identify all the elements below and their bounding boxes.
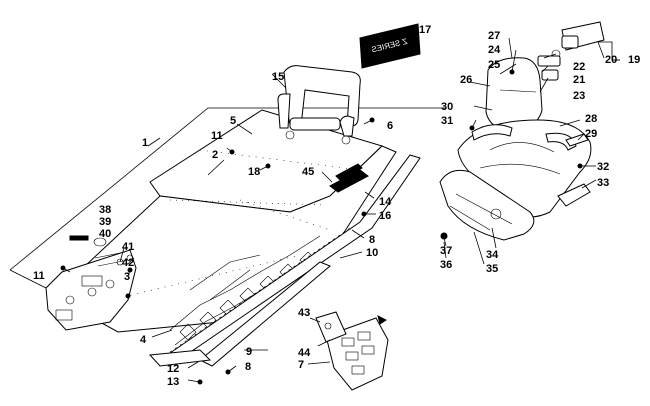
- callout-4: 4: [140, 334, 147, 346]
- callout-11b: 11: [33, 270, 45, 282]
- callout-28: 28: [585, 113, 597, 125]
- leader-lines: [62, 31, 620, 383]
- callout-32: 32: [597, 161, 609, 173]
- callout-30: 30: [441, 101, 453, 113]
- callout-20: 20: [605, 54, 617, 66]
- callout-17: 17: [419, 24, 431, 36]
- callout-labels: 1 2 3 4 5 6 7 8 8 9 10 11 11 12 13 14 15…: [33, 24, 640, 388]
- callout-2: 2: [212, 149, 218, 161]
- callout-21: 21: [573, 74, 585, 86]
- callout-31: 31: [441, 115, 453, 127]
- callout-11a: 11: [211, 130, 223, 142]
- callout-36: 36: [440, 259, 452, 271]
- callout-45: 45: [302, 166, 314, 178]
- callout-19: 19: [628, 54, 640, 66]
- callout-41: 41: [122, 241, 134, 253]
- taillight-assembly: [537, 21, 605, 81]
- callout-35: 35: [486, 263, 498, 275]
- callout-10: 10: [366, 247, 378, 259]
- hitch-plate: [315, 311, 347, 343]
- bulkhead-hardware: [55, 251, 134, 321]
- tunnel-assembly: [45, 109, 421, 367]
- rear-flap-panel: [439, 169, 535, 241]
- callout-12: 12: [167, 363, 179, 375]
- callout-3: 3: [124, 271, 130, 283]
- callout-38: 38: [99, 204, 111, 216]
- callout-6: 6: [387, 120, 393, 132]
- side-reflector: [557, 183, 591, 207]
- callout-42: 42: [122, 257, 134, 269]
- callout-43: 43: [298, 307, 310, 319]
- callout-34: 34: [486, 249, 499, 261]
- callout-5: 5: [230, 115, 236, 127]
- callout-18: 18: [248, 166, 260, 178]
- callout-39: 39: [99, 216, 111, 228]
- callout-8a: 8: [369, 234, 375, 246]
- callout-29: 29: [585, 128, 597, 140]
- callout-8b: 8: [245, 361, 251, 373]
- callout-9: 9: [246, 346, 252, 358]
- callout-13: 13: [167, 376, 179, 388]
- callout-27: 27: [488, 30, 500, 42]
- callout-1: 1: [142, 137, 148, 149]
- callout-37: 37: [440, 245, 452, 257]
- callout-7: 7: [298, 359, 304, 371]
- assembly-bracket-outline: [9, 107, 445, 289]
- callout-23: 23: [573, 90, 585, 102]
- grab-handle: [277, 65, 361, 145]
- tunnel-decal: [329, 163, 369, 193]
- callout-22: 22: [573, 61, 585, 73]
- callout-24: 24: [488, 44, 501, 56]
- callout-33: 33: [597, 177, 609, 189]
- callout-25: 25: [488, 59, 500, 71]
- z-series-decal: Z SERIES: [359, 23, 421, 69]
- callout-26: 26: [460, 74, 472, 86]
- callout-44: 44: [298, 347, 311, 359]
- callout-16: 16: [379, 210, 391, 222]
- callout-40: 40: [99, 228, 111, 240]
- callout-14: 14: [379, 196, 392, 208]
- callout-15: 15: [272, 71, 284, 83]
